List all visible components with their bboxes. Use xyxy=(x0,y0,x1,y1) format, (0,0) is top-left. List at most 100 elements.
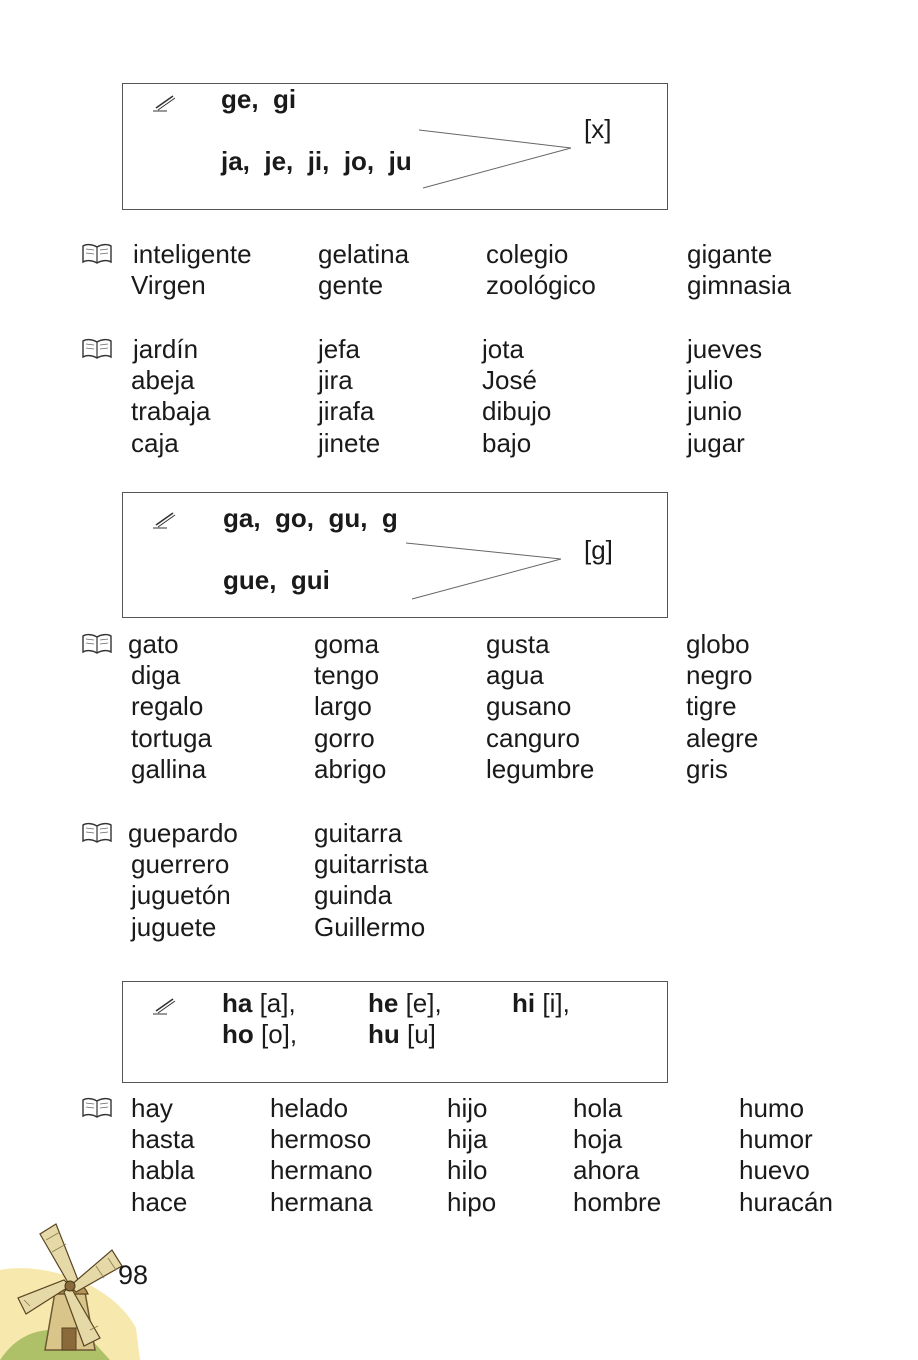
word: jinete xyxy=(318,428,381,458)
page-number: 98 xyxy=(118,1260,149,1290)
phoneme-label: [x] xyxy=(584,114,612,144)
word: regalo xyxy=(131,691,204,721)
word: hijo xyxy=(447,1093,488,1123)
word: gato xyxy=(128,629,179,659)
rule-line-1: ge, gi xyxy=(221,84,297,114)
syllable: hi xyxy=(512,988,536,1018)
word: helado xyxy=(270,1093,349,1123)
word: caja xyxy=(131,428,179,458)
word: jefa xyxy=(318,334,360,364)
sound: [o], xyxy=(261,1019,298,1049)
word: jugar xyxy=(687,428,745,458)
sound: [e], xyxy=(405,988,442,1018)
word: diga xyxy=(131,660,181,690)
word: Guillermo xyxy=(314,912,426,942)
word: hermana xyxy=(270,1187,373,1217)
word: gelatina xyxy=(318,239,410,269)
word: guepardo xyxy=(128,818,238,848)
word: hermano xyxy=(270,1155,373,1185)
word: huevo xyxy=(739,1155,810,1185)
word: gorro xyxy=(314,723,375,753)
word: ahora xyxy=(573,1155,640,1185)
word: Virgen xyxy=(131,270,206,300)
word: negro xyxy=(686,660,753,690)
word: tengo xyxy=(314,660,380,690)
word: habla xyxy=(131,1155,195,1185)
word: gallina xyxy=(131,754,207,784)
word: José xyxy=(482,365,537,395)
word: jirafa xyxy=(318,396,375,426)
word: jardín xyxy=(133,334,199,364)
word: largo xyxy=(314,691,372,721)
open-book-icon xyxy=(82,243,112,264)
fan-lines xyxy=(406,542,562,600)
word: trabaja xyxy=(131,396,211,426)
syllable: he xyxy=(368,988,399,1018)
pencil-icon xyxy=(153,512,176,529)
rule-box-x: ge, gi ja, je, ji, jo, ju [x] xyxy=(122,83,668,210)
pencil-icon xyxy=(153,998,176,1015)
word: jira xyxy=(318,365,353,395)
word: inteligente xyxy=(133,239,252,269)
word: humo xyxy=(739,1093,805,1123)
word: hace xyxy=(131,1187,188,1217)
word: canguro xyxy=(486,723,580,753)
sound: [u] xyxy=(407,1019,436,1049)
windmill-icon xyxy=(0,1223,140,1360)
word: huracán xyxy=(739,1187,833,1217)
open-book-icon xyxy=(82,1097,112,1118)
rule-line-1: ga, go, gu, g xyxy=(223,503,398,533)
word: gris xyxy=(686,754,728,784)
word: colegio xyxy=(486,239,569,269)
word: abeja xyxy=(131,365,195,395)
sound: [i], xyxy=(542,988,570,1018)
word: juguetón xyxy=(131,880,231,910)
word: abrigo xyxy=(314,754,387,784)
rule-line-2: ja, je, ji, jo, ju xyxy=(221,146,412,176)
syllable: hu xyxy=(368,1019,400,1049)
word: legumbre xyxy=(486,754,595,784)
word: guitarrista xyxy=(314,849,429,879)
word: hay xyxy=(131,1093,173,1123)
word: gente xyxy=(318,270,384,300)
word: gimnasia xyxy=(687,270,792,300)
word: globo xyxy=(686,629,750,659)
word: guinda xyxy=(314,880,393,910)
sound: [a], xyxy=(259,988,296,1018)
open-book-icon xyxy=(82,822,112,843)
word: hermoso xyxy=(270,1124,372,1154)
word: hoja xyxy=(573,1124,623,1154)
word: guitarra xyxy=(314,818,403,848)
word: gigante xyxy=(687,239,773,269)
word: agua xyxy=(486,660,544,690)
rule-box-h: ha [a], he [e], hi [i], ho [o], hu [u] xyxy=(122,981,668,1083)
word: jota xyxy=(482,334,524,364)
word: juguete xyxy=(131,912,217,942)
word: dibujo xyxy=(482,396,552,426)
word: jueves xyxy=(687,334,763,364)
rule-line-2: gue, gui xyxy=(223,565,330,595)
word: hasta xyxy=(131,1124,195,1154)
open-book-icon xyxy=(82,633,112,654)
rule-box-g: ga, go, gu, g gue, gui [g] xyxy=(122,492,668,618)
word: bajo xyxy=(482,428,532,458)
word: tortuga xyxy=(131,723,212,753)
word: goma xyxy=(314,629,380,659)
syllable: ha xyxy=(222,988,253,1018)
word: zoológico xyxy=(486,270,596,300)
word: alegre xyxy=(686,723,759,753)
word: julio xyxy=(687,365,734,395)
word: humor xyxy=(739,1124,813,1154)
word: guerrero xyxy=(131,849,230,879)
word: hombre xyxy=(573,1187,662,1217)
fan-lines xyxy=(419,129,572,189)
word: junio xyxy=(687,396,742,426)
word: hipo xyxy=(447,1187,497,1217)
word: hija xyxy=(447,1124,488,1154)
phoneme-label: [g] xyxy=(584,535,613,565)
word: gusta xyxy=(486,629,550,659)
word: gusano xyxy=(486,691,572,721)
open-book-icon xyxy=(82,338,112,359)
syllable: ho xyxy=(222,1019,254,1049)
word: tigre xyxy=(686,691,737,721)
